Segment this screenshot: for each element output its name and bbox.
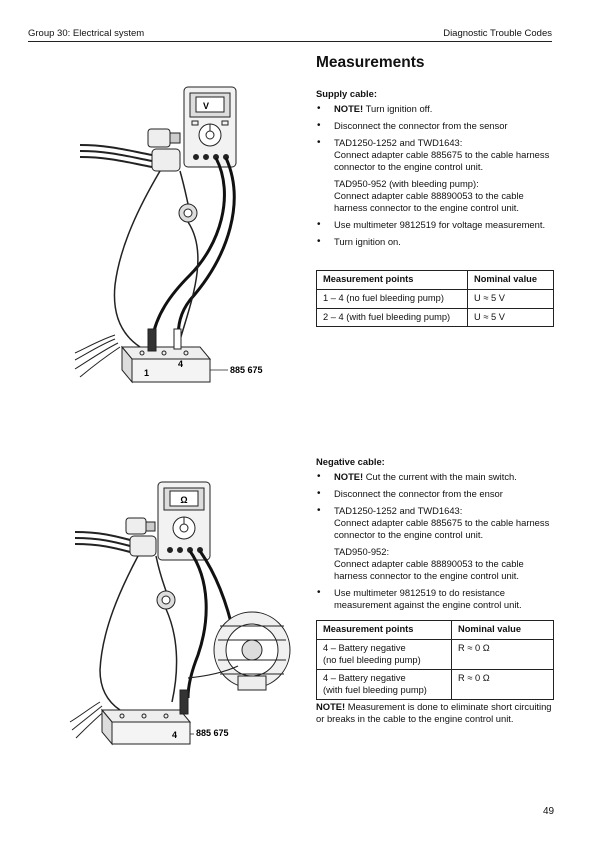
meter-symbol: Ω — [180, 495, 187, 505]
pin-label: 4 — [172, 730, 177, 740]
negative-step: TAD1250-1252 and TWD1643: Connect adapte… — [316, 505, 556, 582]
supply-heading: Supply cable: — [316, 88, 377, 99]
supply-step: Disconnect the connector from the sensor — [316, 120, 556, 132]
multimeter-icon — [157, 481, 211, 561]
table-header-row: Measurement points Nominal value — [316, 270, 554, 290]
col-header-points: Measurement points — [316, 270, 468, 290]
table-row: 2 – 4 (with fuel bleeding pump) U ≈ 5 V — [316, 307, 554, 327]
table-row: 4 – Battery negative(no fuel bleeding pu… — [316, 639, 554, 670]
negative-heading: Negative cable: — [316, 456, 385, 467]
supply-measurement-illustration: V 1 4 885 675 — [74, 86, 263, 384]
col-header-points: Measurement points — [316, 620, 452, 640]
col-header-value: Nominal value — [451, 620, 554, 640]
alternator-icon — [213, 611, 291, 691]
adapter-box-icon — [120, 328, 212, 384]
supply-cable-section: Supply cable: NOTE! Turn ignition off. D… — [316, 88, 556, 253]
page-number: 49 — [543, 806, 555, 817]
sensor-icon — [147, 128, 181, 148]
meter-symbol: V — [203, 101, 209, 111]
negative-measurement-illustration: Ω 4 885 675 — [69, 481, 291, 746]
supply-step: Turn ignition on. — [316, 236, 556, 248]
sensor-icon — [125, 517, 156, 535]
page-header: Group 30: Electrical system Diagnostic T… — [0, 0, 595, 42]
table-row: 1 – 4 (no fuel bleeding pump) U ≈ 5 V — [316, 289, 554, 309]
header-rule — [28, 41, 552, 42]
header-chapter: Diagnostic Trouble Codes — [443, 28, 552, 39]
negative-step: Use multimeter 9812519 to do resistance … — [316, 587, 556, 611]
col-header-value: Nominal value — [467, 270, 554, 290]
supply-measurement-table: Measurement points Nominal value 1 – 4 (… — [316, 270, 554, 327]
header-section: Group 30: Electrical system — [28, 28, 145, 39]
connector-icon — [156, 590, 176, 610]
pin-label: 4 — [178, 359, 183, 369]
adapter-box-icon — [100, 689, 192, 746]
table-header-row: Measurement points Nominal value — [316, 620, 554, 640]
negative-note: NOTE! Measurement is done to eliminate s… — [316, 701, 552, 724]
page-title: Measurements — [316, 54, 425, 71]
table-row: 4 – Battery negative(with fuel bleeding … — [316, 669, 554, 700]
negative-cable-section: Negative cable: NOTE! Cut the current wi… — [316, 456, 556, 616]
supply-steps: NOTE! Turn ignition off. Disconnect the … — [316, 103, 556, 248]
supply-step: NOTE! Turn ignition off. — [316, 103, 556, 115]
supply-step: TAD1250-1252 and TWD1643: Connect adapte… — [316, 137, 556, 214]
part-number-label: 885 675 — [230, 365, 263, 375]
multimeter-icon — [183, 86, 237, 168]
negative-step: Disconnect the connector from the ensor — [316, 488, 556, 500]
pin-label: 1 — [144, 368, 149, 378]
negative-step: NOTE! Cut the current with the main swit… — [316, 471, 556, 483]
negative-steps: NOTE! Cut the current with the main swit… — [316, 471, 556, 611]
connector-icon — [178, 203, 198, 223]
negative-measurement-table: Measurement points Nominal value 4 – Bat… — [316, 620, 554, 700]
supply-step: Use multimeter 9812519 for voltage measu… — [316, 219, 556, 231]
part-number-label: 885 675 — [196, 728, 229, 738]
